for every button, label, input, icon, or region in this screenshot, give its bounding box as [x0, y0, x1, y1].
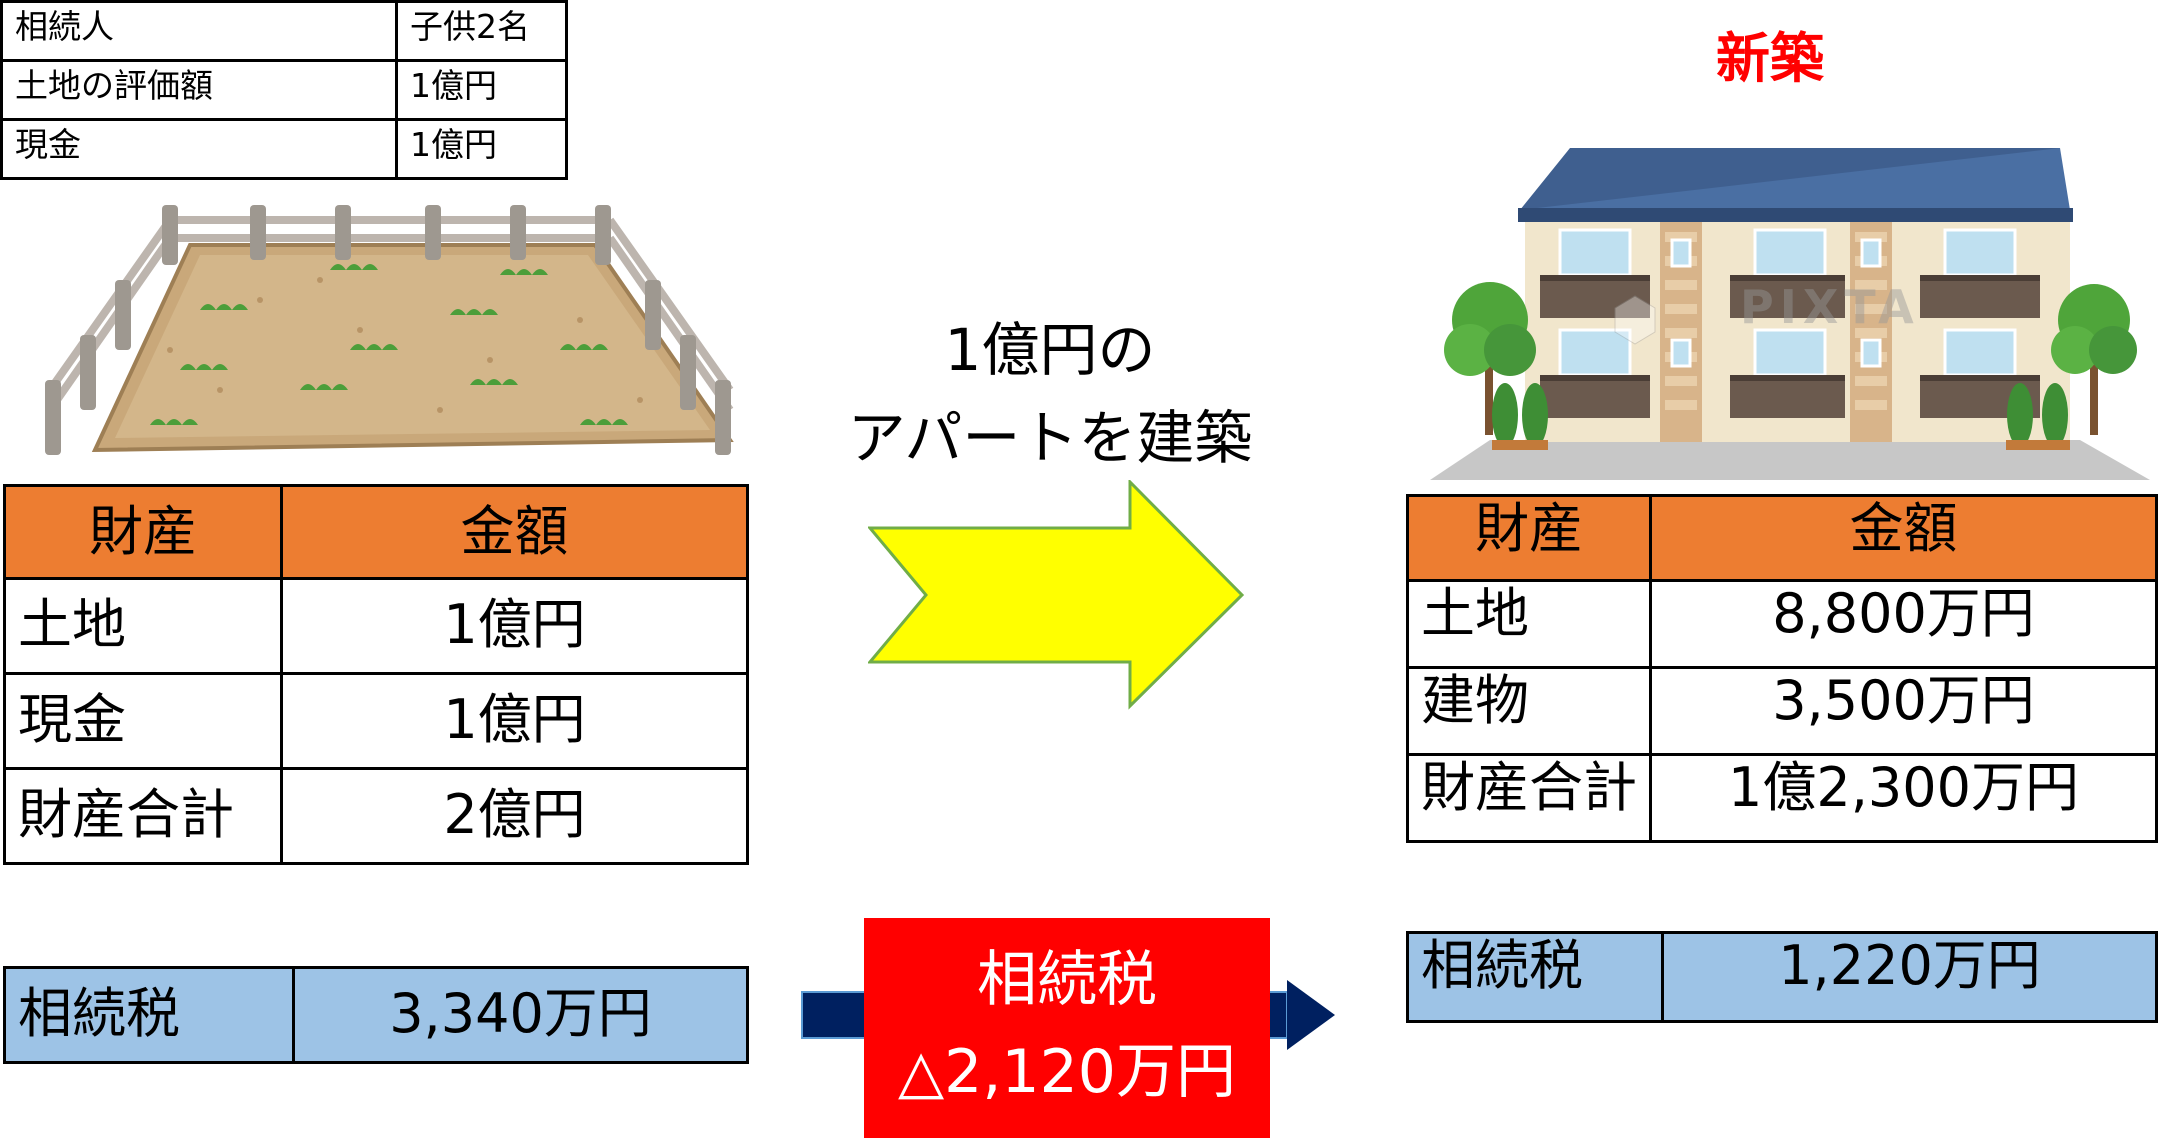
construction-caption: 1億円の アパートを建築 [780, 306, 1320, 482]
asset-label: 財産合計 [1406, 753, 1652, 843]
after-tax-table: 相続税 1,220万円 [1406, 931, 2158, 1023]
table-header-row: 財産 金額 [3, 484, 749, 580]
asset-value: 1億円 [280, 577, 749, 675]
info-value: 子供2名 [395, 0, 568, 62]
info-value: 1億円 [395, 118, 568, 180]
tax-value: 3,340万円 [292, 966, 749, 1064]
info-value: 1億円 [395, 59, 568, 121]
asset-label: 現金 [3, 672, 283, 770]
info-label: 相続人 [0, 0, 398, 62]
watermark: PIXTA [1740, 280, 1920, 334]
table-row: 相続人 子供2名 [0, 0, 568, 62]
table-header-row: 財産 金額 [1406, 494, 2158, 582]
yellow-arrow-icon [868, 480, 1245, 710]
caption-line-1: 1億円の [944, 316, 1156, 384]
asset-value: 2億円 [280, 767, 749, 865]
table-row: 現金 1億円 [3, 672, 749, 770]
header-amount: 金額 [280, 484, 749, 580]
table-row: 現金 1億円 [0, 118, 568, 180]
tax-label: 相続税 [3, 966, 295, 1064]
apartment-illustration [1430, 148, 2150, 480]
header-asset: 財産 [3, 484, 283, 580]
asset-value: 1億2,300万円 [1649, 753, 2158, 843]
before-tax-table: 相続税 3,340万円 [3, 966, 749, 1064]
new-building-title: 新築 [1716, 27, 1824, 90]
table-row: 土地 8,800万円 [1406, 579, 2158, 669]
tax-value: 1,220万円 [1661, 931, 2158, 1023]
tax-reduction-box: 相続税 △2,120万円 [864, 918, 1270, 1138]
table-row: 相続税 3,340万円 [3, 966, 749, 1064]
table-row: 相続税 1,220万円 [1406, 931, 2158, 1023]
info-label: 現金 [0, 118, 398, 180]
info-label: 土地の評価額 [0, 59, 398, 121]
asset-value: 8,800万円 [1649, 579, 2158, 669]
asset-value: 1億円 [280, 672, 749, 770]
tax-label: 相続税 [1406, 931, 1664, 1023]
table-row: 建物 3,500万円 [1406, 666, 2158, 756]
table-row: 財産合計 2億円 [3, 767, 749, 865]
after-asset-table: 財産 金額 土地 8,800万円 建物 3,500万円 財産合計 1億2,300… [1406, 494, 2158, 843]
asset-label: 土地 [1406, 579, 1652, 669]
table-row: 土地 1億円 [3, 577, 749, 675]
asset-value: 3,500万円 [1649, 666, 2158, 756]
vacant-land-illustration [45, 205, 734, 455]
table-row: 財産合計 1億2,300万円 [1406, 753, 2158, 843]
reduction-label: 相続税 [977, 945, 1157, 1015]
info-table: 相続人 子供2名 土地の評価額 1億円 現金 1億円 [0, 0, 568, 180]
caption-line-2: アパートを建築 [847, 404, 1253, 472]
before-asset-table: 財産 金額 土地 1億円 現金 1億円 財産合計 2億円 [3, 484, 749, 865]
header-amount: 金額 [1649, 494, 2158, 582]
asset-label: 財産合計 [3, 767, 283, 865]
table-row: 土地の評価額 1億円 [0, 59, 568, 121]
reduction-value: △2,120万円 [898, 1037, 1236, 1107]
asset-label: 建物 [1406, 666, 1652, 756]
asset-label: 土地 [3, 577, 283, 675]
header-asset: 財産 [1406, 494, 1652, 582]
